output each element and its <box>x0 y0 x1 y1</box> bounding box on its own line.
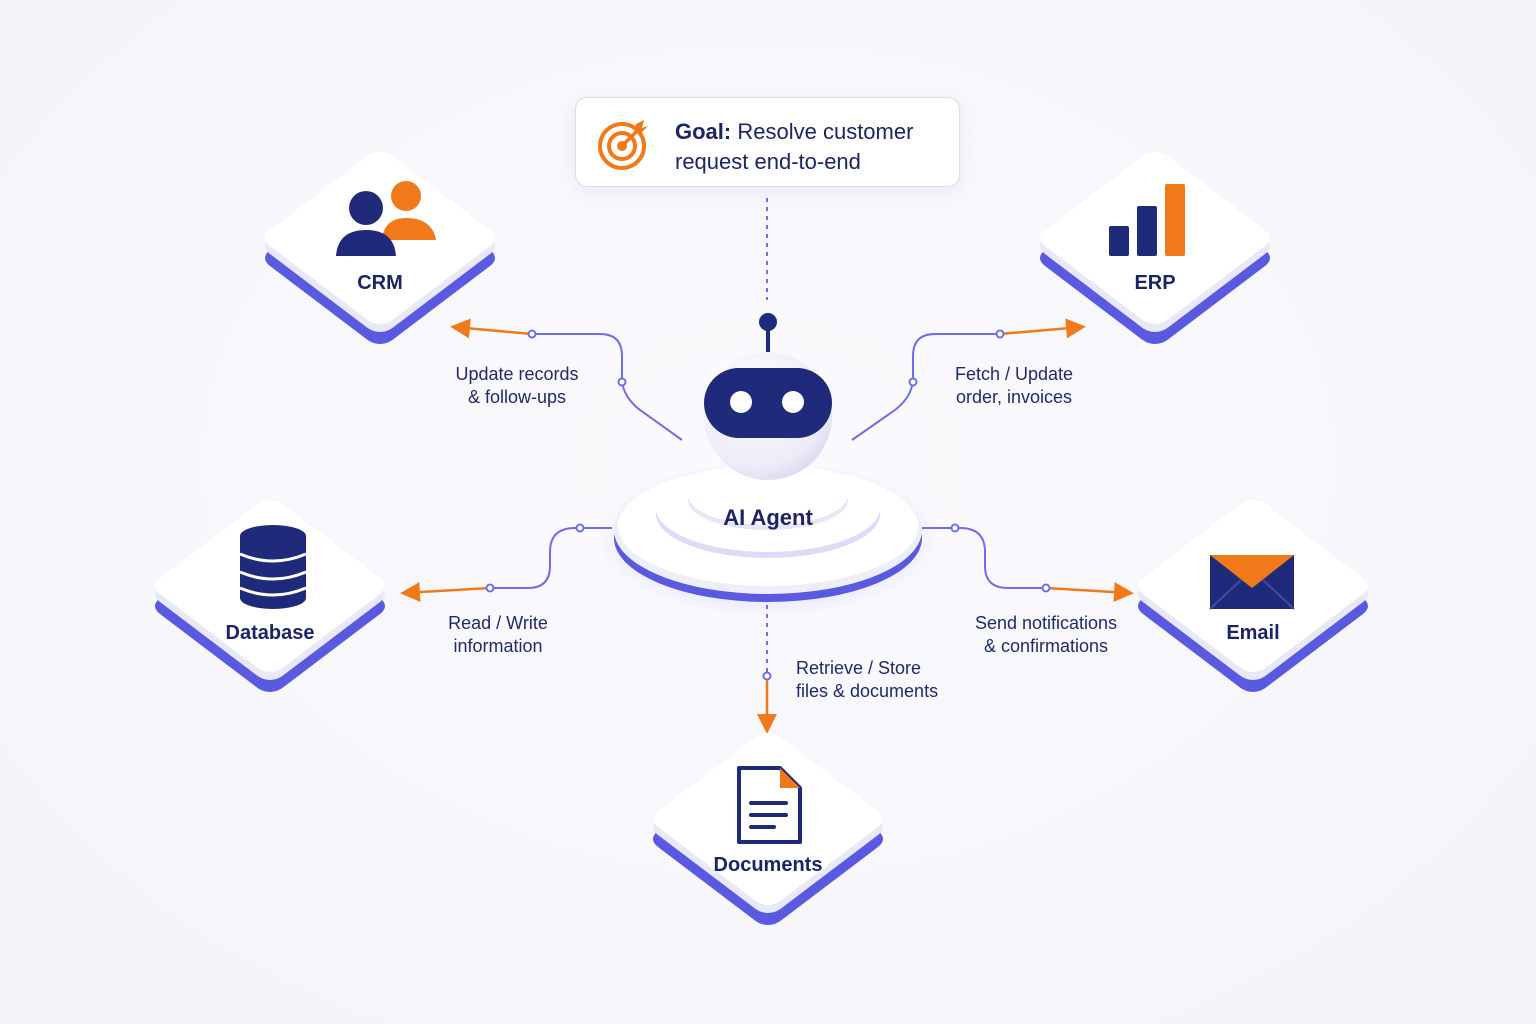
goal-line1: Resolve customer <box>737 119 914 144</box>
documents-label: Documents <box>713 854 823 876</box>
crm-label: CRM <box>357 272 403 294</box>
agent-platform <box>593 313 943 618</box>
email-label: Email <box>1226 622 1280 644</box>
database-connection-label: Read / Write information <box>448 613 548 656</box>
target-icon <box>598 120 648 170</box>
email-node[interactable]: Email <box>1133 500 1373 700</box>
erp-connection-label: Fetch / Update order, invoices <box>954 364 1074 407</box>
goal-text: Goal: Resolve customer request end-to-en… <box>675 117 913 177</box>
crm-connection-label: Update records & follow-ups <box>455 364 579 407</box>
goal-line2: request end-to-end <box>675 149 861 174</box>
users-icon <box>336 181 436 256</box>
goal-card: Goal: Resolve customer request end-to-en… <box>575 97 960 187</box>
crm-node[interactable]: CRM <box>260 152 500 352</box>
envelope-icon <box>1209 555 1295 610</box>
documents-connection-label: Retrieve / Store files & documents <box>796 658 939 701</box>
goal-prefix: Goal: <box>675 119 732 144</box>
email-connector <box>922 523 1134 603</box>
database-label: Database <box>225 622 315 644</box>
documents-node[interactable]: Documents <box>648 733 888 933</box>
erp-label: ERP <box>1134 272 1176 294</box>
erp-node[interactable]: ERP <box>1035 152 1275 352</box>
database-connector <box>400 523 612 603</box>
ai-agent-node[interactable]: AI Agent <box>593 310 943 618</box>
agent-label: AI Agent <box>723 505 813 530</box>
database-icon <box>239 525 307 609</box>
document-icon <box>737 766 802 844</box>
crm-connector <box>450 318 683 441</box>
database-node[interactable]: Database <box>150 500 390 700</box>
robot-icon <box>704 368 832 438</box>
bar-chart-icon <box>1109 184 1185 256</box>
email-connection-label: Send notifications & confirmations <box>974 613 1118 656</box>
erp-connector <box>851 318 1086 441</box>
